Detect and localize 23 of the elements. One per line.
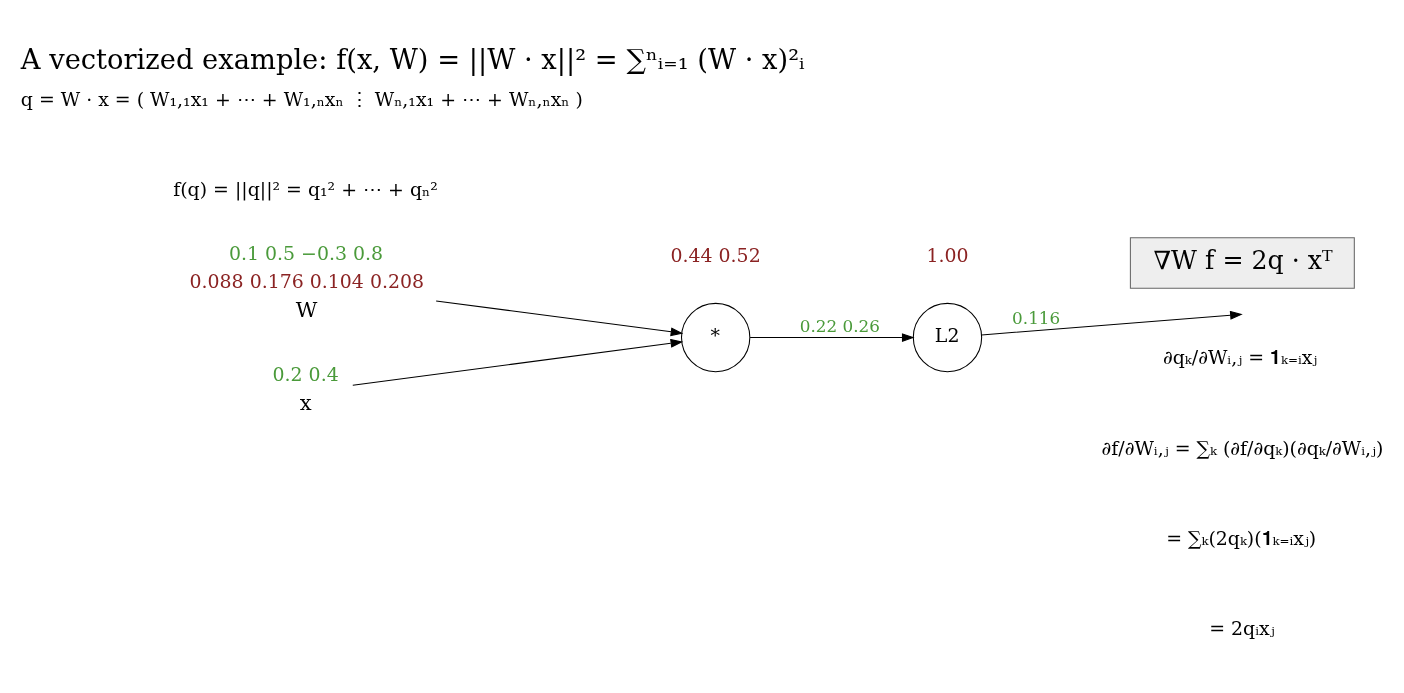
label: q = W · x = ( W₁,₁x₁ + ⋯ + W₁,ₙxₙ ⋮ Wₙ,₁x₁ + ⋯ + Wₙ,ₙxₙ ): [20, 87, 583, 110]
node-box: ∇W f = 2q · xᵀ: [1129, 237, 1355, 289]
label: 0.44 0.52: [670, 244, 761, 267]
node-text: x: [299, 390, 312, 416]
edge-label: 0.116: [1012, 307, 1061, 328]
node-label: 0.2 0.4: [272, 363, 339, 386]
node-circle: L2: [912, 302, 983, 373]
arrow: [749, 333, 915, 342]
label: = 2qᵢxⱼ: [1209, 617, 1275, 640]
label: 1.00: [926, 244, 969, 267]
node-label: 0.1 0.5 −0.3 0.8: [228, 242, 384, 265]
diagram-title: A vectorized example: f(x, W) = ||W · x||² = ∑ⁿᵢ₌₁ (W · x)²ᵢ: [20, 44, 805, 76]
node-label: 0.088 0.176 0.104 0.208: [189, 269, 425, 292]
label: ∂f/∂Wᵢ,ⱼ = ∑ₖ (∂f/∂qₖ)(∂qₖ/∂Wᵢ,ⱼ): [1101, 436, 1384, 459]
label: ∂qₖ/∂Wᵢ,ⱼ = 𝟏ₖ₌ᵢxⱼ: [1162, 346, 1318, 369]
node-circle: *: [680, 302, 751, 373]
node-text: W: [295, 296, 318, 322]
label: = ∑ₖ(2qₖ)(𝟏ₖ₌ᵢxⱼ): [1166, 527, 1317, 550]
arrow: [352, 338, 684, 386]
edge-label: 0.22 0.26: [799, 316, 880, 337]
arrow: [435, 300, 684, 337]
arrow: [981, 310, 1243, 336]
label: f(q) = ||q||² = q₁² + ⋯ + qₙ²: [173, 178, 438, 201]
